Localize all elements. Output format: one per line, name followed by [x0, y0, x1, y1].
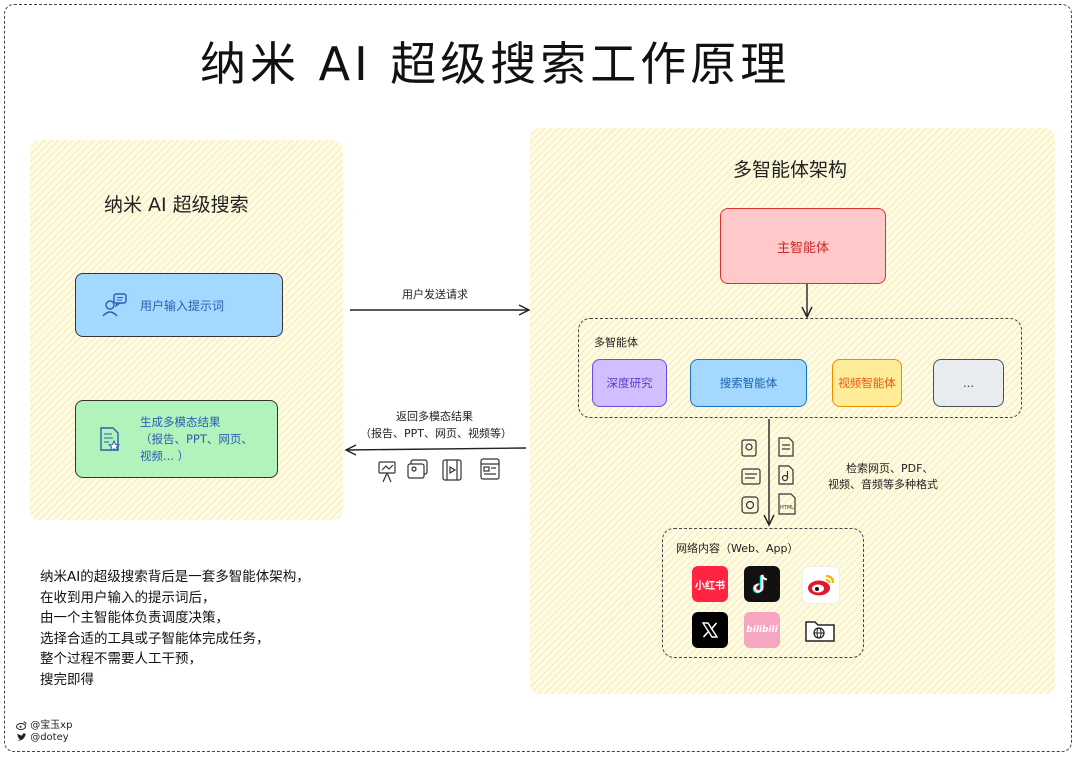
description-line: 整个过程不需要人工干预， [40, 651, 202, 667]
text-doc-icon [741, 468, 761, 485]
return-results-label-2: （报告、PPT、网页、视频等） [360, 427, 512, 440]
left-panel-title: 纳米 AI 超级搜索 [104, 194, 249, 216]
weibo-icon [802, 566, 840, 604]
retrieve-arrow [763, 419, 775, 527]
multi-agent-label: 多智能体 [594, 336, 638, 349]
twitter-bird-icon [17, 732, 27, 741]
main-to-multi-arrow [801, 284, 813, 319]
retrieve-label-2: 视频、音频等多种格式 [828, 478, 938, 491]
agent-video: 视频智能体 [832, 359, 902, 407]
video-film-icon [442, 459, 462, 481]
web-folder-icon [802, 612, 838, 648]
multi-agent-group [578, 318, 1022, 418]
html-doc-icon: HTML [778, 493, 796, 515]
video-doc-icon [741, 496, 759, 514]
image-doc-icon [741, 439, 757, 457]
web-page-icon [480, 458, 500, 480]
tiktok-icon [744, 566, 780, 602]
description-line: 由一个主智能体负责调度决策， [40, 610, 229, 626]
send-request-label: 用户发送请求 [402, 288, 468, 301]
agent-more: ... [933, 359, 1004, 407]
result-box: 生成多模态结果 （报告、PPT、网页、 视频... ） [75, 400, 278, 478]
return-results-arrow [344, 444, 527, 456]
description-line: 搜完即得 [40, 671, 94, 688]
user-input-box: 用户输入提示词 [75, 273, 283, 337]
agent-search: 搜索智能体 [690, 359, 807, 407]
agent-deep-research: 深度研究 [592, 359, 667, 407]
document-star-icon [100, 427, 121, 452]
page-title: 纳米 AI 超级搜索工作原理 [200, 37, 791, 91]
bilibili-icon: bilibili [744, 612, 780, 648]
return-results-label-1: 返回多模态结果 [396, 410, 473, 423]
user-speech-icon [102, 293, 127, 317]
xiaohongshu-icon: 小红书 [692, 566, 728, 602]
weibo-small-icon [16, 721, 27, 730]
user-input-label: 用户输入提示词 [140, 298, 225, 313]
svg-text:HTML: HTML [780, 505, 794, 511]
outer-frame [4, 4, 1072, 752]
twitter-handle: @dotey [16, 732, 69, 743]
retrieve-label-1: 检索网页、PDF、 [846, 462, 934, 475]
description: 纳米AI的超级搜索背后是一套多智能体架构， 在收到用户输入的提示词后， 由一个主… [40, 567, 310, 690]
result-label: 生成多模态结果 （报告、PPT、网页、 视频... ） [140, 414, 253, 463]
x-twitter-icon [692, 612, 728, 648]
weibo-handle: @宝玉xp [16, 716, 72, 731]
gallery-icon [407, 459, 428, 479]
audio-doc-icon [778, 465, 794, 485]
send-request-arrow [350, 304, 531, 316]
description-line: 选择合适的工具或子智能体完成任务， [40, 630, 270, 647]
chart-easel-icon [378, 461, 396, 483]
description-line: 纳米AI的超级搜索背后是一套多智能体架构， [40, 569, 310, 585]
right-panel-title: 多智能体架构 [733, 159, 848, 181]
network-content-group [662, 528, 864, 658]
main-agent-box: 主智能体 [720, 208, 886, 284]
network-content-label: 网络内容（Web、App） [676, 542, 799, 555]
pdf-doc-icon [778, 437, 794, 457]
description-line: 在收到用户输入的提示词后， [40, 589, 216, 606]
